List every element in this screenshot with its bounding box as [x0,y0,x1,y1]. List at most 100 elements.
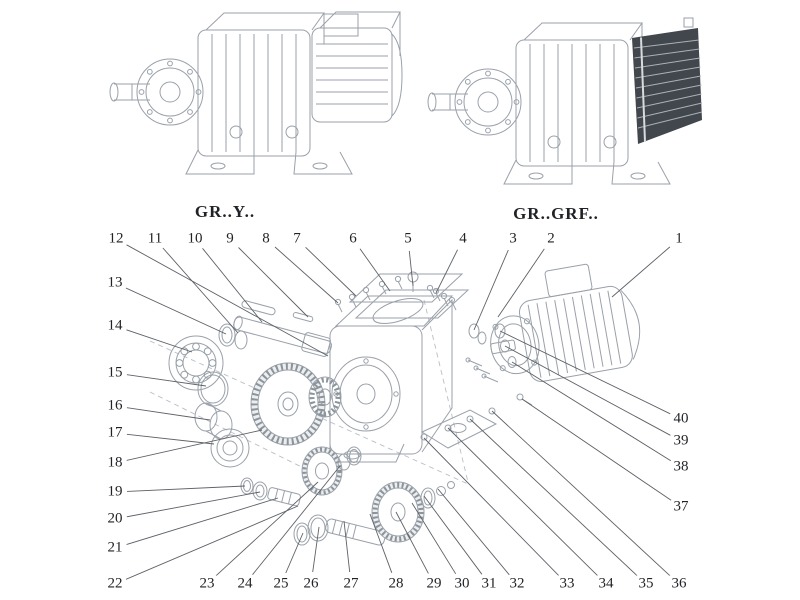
leader-line-38 [511,361,672,462]
part-number-17: 17 [105,424,125,442]
part-number-18: 18 [105,454,125,472]
leader-lines [125,244,672,580]
front-cover-icon [454,68,522,136]
part-number-22: 22 [105,575,125,593]
part-number-21: 21 [105,539,125,557]
intermediate-pinion-chain [240,446,362,507]
part-number-13: 13 [105,274,125,292]
part-number-16: 16 [105,397,125,415]
leader-line-19 [126,485,246,492]
part-number-12: 12 [106,230,126,248]
part-number-26: 26 [301,575,321,593]
leader-line-28 [369,513,393,573]
variant-label-gr-y: GR..Y.. [194,202,256,221]
part-number-27: 27 [341,575,361,593]
part-number-40: 40 [671,410,691,428]
assembled-view-gr-y [109,11,403,175]
leader-line-6 [359,248,391,292]
part-number-3: 3 [507,230,519,248]
leader-line-18 [126,429,263,461]
leader-line-25 [285,532,304,574]
leader-line-3 [473,249,509,331]
part-number-33: 33 [557,575,577,593]
leader-line-2 [497,248,545,318]
part-number-10: 10 [185,230,205,248]
leader-line-35 [469,418,638,577]
leader-line-7 [305,246,357,297]
part-number-7: 7 [291,230,303,248]
part-number-39: 39 [671,432,691,450]
leader-line-32 [437,488,510,576]
leader-line-20 [126,491,261,518]
part-number-1: 1 [673,230,685,248]
leader-line-40 [499,330,671,415]
leader-line-16 [126,407,211,421]
front-cover-icon [136,58,204,126]
ball-bearing-intermediate [210,428,250,468]
leader-line-24 [252,465,341,575]
leader-line-9 [238,247,309,318]
part-number-15: 15 [105,364,125,382]
ball-bearing-input [168,335,224,391]
part-number-2: 2 [545,230,557,248]
leader-line-14 [126,329,193,353]
variant-label-gr-grf: GR..GRF.. [513,204,599,223]
part-number-35: 35 [636,575,656,593]
leader-line-21 [126,497,279,545]
inspection-cover [348,273,470,319]
output-shaft-icon [427,92,468,112]
output-shaft-icon [109,82,150,102]
output-shaft-chain [293,481,455,546]
leader-line-33 [423,437,559,576]
leader-line-1 [611,246,671,298]
shaft-washers [218,323,248,350]
leader-line-30 [411,502,457,575]
leader-line-29 [395,511,429,574]
electric-motor [490,263,641,382]
part-number-36: 36 [669,575,689,593]
leader-line-8 [274,246,339,304]
dark-fin-block-icon [632,17,703,144]
leader-line-5 [408,250,414,287]
leader-line-13 [125,287,227,335]
leader-line-37 [521,398,672,501]
assembled-view-gr-grf [427,17,703,185]
input-shaft-assembly [233,300,332,357]
part-number-6: 6 [347,230,359,248]
part-number-25: 25 [271,575,291,593]
leader-line-23 [215,481,319,577]
part-number-24: 24 [235,575,255,593]
part-number-28: 28 [386,575,406,593]
leader-line-11 [162,247,239,334]
leader-line-17 [126,433,215,445]
leader-line-4 [435,249,459,294]
stacked-pinion-gear [308,376,342,418]
part-number-11: 11 [145,230,165,248]
leader-line-27 [343,520,351,573]
mounting-feet-icon [185,149,353,175]
leader-line-12 [126,244,329,357]
part-number-9: 9 [224,230,236,248]
leader-line-15 [126,374,207,387]
part-number-29: 29 [424,575,444,593]
part-number-38: 38 [671,458,691,476]
part-number-5: 5 [402,230,414,248]
leader-line-34 [447,427,598,576]
leader-line-39 [504,345,671,436]
part-number-19: 19 [105,483,125,501]
part-number-37: 37 [671,498,691,516]
motor-icon [311,11,403,123]
leader-line-36 [491,410,671,577]
part-number-31: 31 [479,575,499,593]
part-number-4: 4 [457,230,469,248]
part-number-14: 14 [105,317,125,335]
part-number-23: 23 [197,575,217,593]
leader-line-22 [125,505,299,580]
part-number-34: 34 [596,575,616,593]
part-number-20: 20 [105,510,125,528]
part-number-30: 30 [452,575,472,593]
exploded-view [149,263,641,546]
